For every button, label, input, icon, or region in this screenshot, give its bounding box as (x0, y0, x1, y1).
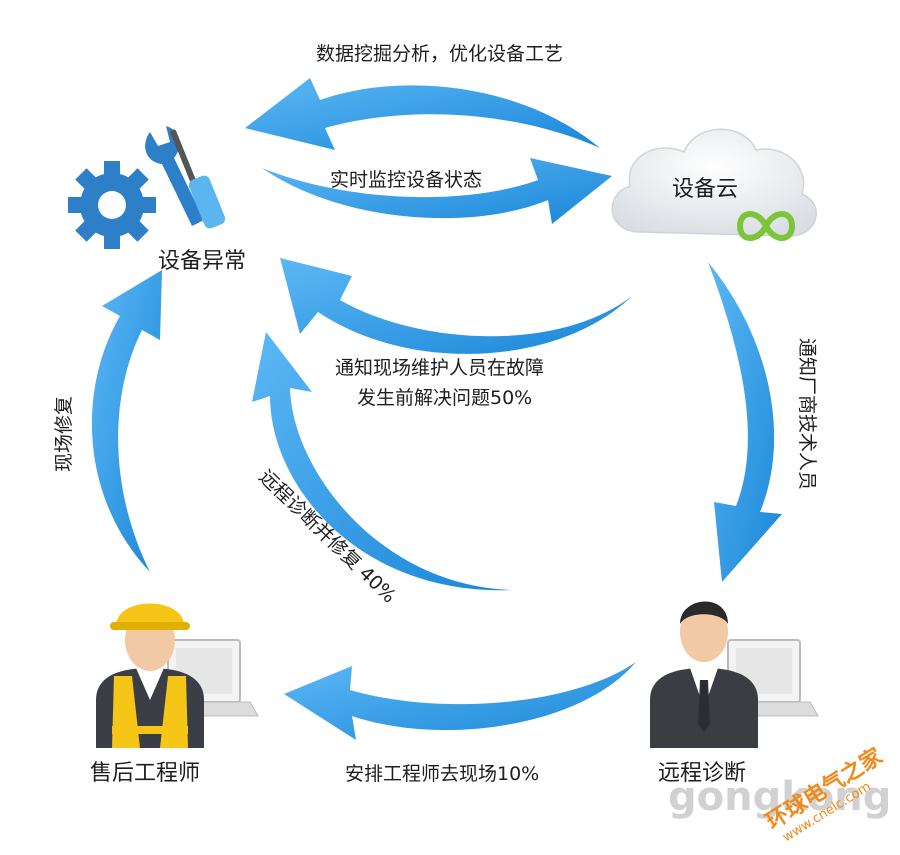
label-realtime-monitor: 实时监控设备状态 (330, 169, 482, 191)
label-notify-onsite-line2: 发生前解决问题50% (357, 387, 532, 409)
infinity-logo-icon (736, 211, 796, 241)
label-notify-vendor: 通知厂商技术人员 (796, 338, 818, 490)
label-notify-onsite-line1: 通知现场维护人员在故障 (335, 357, 544, 379)
remote-diagnosis-node: 远程诊断 (650, 601, 819, 786)
watermark: gongkong 环球电气之家 www.cnelc.com (668, 743, 891, 846)
arrow-notify-vendor (708, 262, 782, 582)
engineer-avatar-icon (96, 603, 204, 748)
watermark-brand: gongkong (668, 774, 891, 820)
label-onsite-repair: 现场修复 (53, 396, 75, 472)
gear-icon (68, 161, 156, 249)
label-dispatch-engineer: 安排工程师去现场10% (345, 763, 539, 785)
arrow-remote-repair (252, 332, 512, 591)
device-cloud-node: 设备云 (611, 128, 817, 241)
device-abnormal-node: 设备异常 (68, 126, 246, 274)
arrow-onsite-repair (91, 270, 162, 572)
wrench-icon (145, 126, 204, 226)
businessman-avatar-icon (650, 601, 758, 748)
device-cloud-label: 设备云 (672, 177, 738, 202)
cloud-icon (611, 128, 817, 237)
arrow-data-mining (245, 78, 600, 150)
arrow-dispatch-engineer (284, 662, 636, 740)
label-data-mining: 数据挖掘分析，优化设备工艺 (316, 43, 563, 65)
screwdriver-icon (170, 129, 226, 229)
arrow-realtime-monitor (262, 158, 612, 224)
after-sales-engineer-label: 售后工程师 (90, 761, 200, 786)
remote-diagnosis-label: 远程诊断 (658, 761, 746, 786)
device-abnormal-label: 设备异常 (158, 249, 246, 274)
arrow-notify-onsite (280, 258, 632, 354)
after-sales-engineer-node: 售后工程师 (90, 603, 259, 786)
label-remote-repair: 远程诊断并修复 40% (255, 466, 401, 608)
